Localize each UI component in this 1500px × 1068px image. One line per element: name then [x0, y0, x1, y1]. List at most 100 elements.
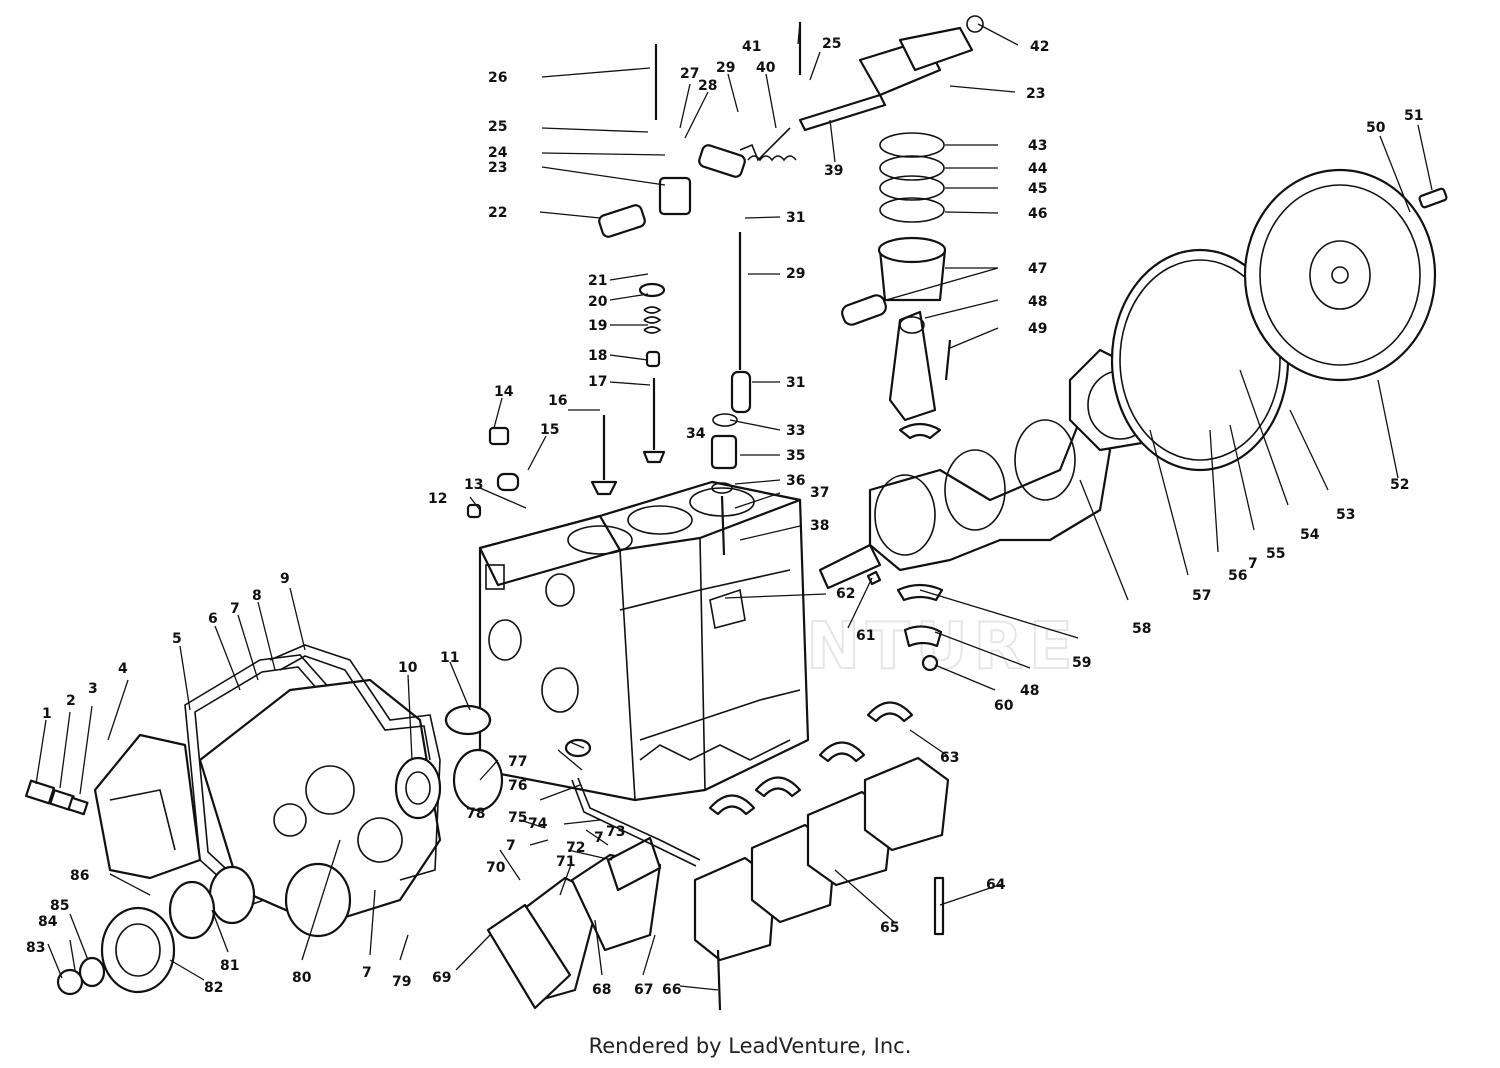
callout-52: 52 — [1390, 477, 1409, 493]
callout-25b: 25 — [822, 36, 841, 52]
callout-21: 21 — [588, 273, 607, 289]
callout-26: 26 — [488, 70, 507, 86]
piston-rings — [879, 132, 945, 223]
callout-14: 14 — [494, 384, 514, 400]
callout-7e: 7 — [362, 965, 372, 981]
callout-3: 3 — [88, 681, 98, 697]
callout-74: 74 — [528, 816, 548, 832]
callout-57: 57 — [1192, 588, 1211, 604]
callout-6: 6 — [208, 611, 218, 627]
callout-73: 73 — [606, 824, 625, 840]
callout-69: 69 — [432, 970, 451, 986]
callout-56: 56 — [1228, 568, 1247, 584]
callout-11: 11 — [440, 650, 459, 666]
callout-78: 78 — [466, 806, 485, 822]
callout-1: 1 — [42, 706, 52, 722]
callout-2: 2 — [66, 693, 76, 709]
callout-84: 84 — [38, 914, 58, 930]
callout-10: 10 — [398, 660, 418, 676]
callout-53: 53 — [1336, 507, 1355, 523]
callout-28: 28 — [698, 78, 717, 94]
piston — [841, 236, 947, 326]
callout-48: 48 — [1028, 294, 1047, 310]
leader-lines — [35, 21, 1433, 991]
callout-7c: 7 — [594, 830, 604, 846]
callout-13: 13 — [464, 477, 483, 493]
flywheel — [1243, 168, 1448, 382]
callout-82: 82 — [204, 980, 223, 996]
callout-47: 47 — [1028, 261, 1047, 277]
callout-61: 61 — [856, 628, 875, 644]
callout-48b: 48 — [1020, 683, 1039, 699]
callout-7b: 7 — [1248, 556, 1258, 572]
flywheel-ring-gear — [1110, 248, 1290, 472]
gear-case-cover — [93, 733, 202, 880]
callout-42: 42 — [1030, 39, 1049, 55]
callout-29: 29 — [716, 60, 735, 76]
valve-train — [466, 44, 791, 556]
gear-case — [198, 678, 442, 938]
callout-54: 54 — [1300, 527, 1320, 543]
callout-19: 19 — [588, 318, 607, 334]
callout-71: 71 — [556, 854, 575, 870]
crank-pulley — [56, 880, 216, 996]
front-cover-plates — [486, 836, 662, 1010]
callout-37: 37 — [810, 485, 829, 501]
callout-7: 7 — [230, 601, 240, 617]
callout-18: 18 — [588, 348, 607, 364]
callout-67: 67 — [634, 982, 653, 998]
callout-36: 36 — [786, 473, 805, 489]
dipstick-guide — [571, 777, 701, 867]
callout-45: 45 — [1028, 181, 1047, 197]
callout-49: 49 — [1028, 321, 1047, 337]
callout-75: 75 — [508, 810, 527, 826]
callout-32: 31 — [786, 210, 805, 226]
callout-79: 79 — [392, 974, 411, 990]
front-bolt — [25, 779, 89, 816]
callout-39: 39 — [824, 163, 843, 179]
callout-labels: 1 2 3 4 5 6 7 8 9 10 11 12 13 14 15 16 1… — [26, 36, 1423, 998]
callout-81: 81 — [220, 958, 239, 974]
bushings — [444, 704, 592, 812]
callout-46: 46 — [1028, 206, 1047, 222]
callout-83: 83 — [26, 940, 45, 956]
callout-76: 76 — [508, 778, 527, 794]
callout-58: 58 — [1132, 621, 1151, 637]
callout-34: 34 — [686, 426, 706, 442]
footer-credit: Rendered by LeadVenture, Inc. — [588, 1034, 912, 1058]
callout-38: 38 — [810, 518, 829, 534]
cylinder-block — [478, 480, 810, 802]
callout-8: 8 — [252, 588, 262, 604]
callout-41: 41 — [742, 39, 761, 55]
callout-24: 24 — [488, 145, 508, 161]
callout-22: 22 — [488, 205, 507, 221]
callout-77: 77 — [508, 754, 527, 770]
callout-31: 29 — [786, 266, 805, 282]
callout-12: 12 — [428, 491, 447, 507]
callout-43: 43 — [1028, 138, 1047, 154]
callout-65: 65 — [880, 920, 899, 936]
callout-40: 40 — [756, 60, 776, 76]
callout-33: 33 — [786, 423, 805, 439]
callout-63: 63 — [940, 750, 959, 766]
callout-5: 5 — [172, 631, 182, 647]
callout-60: 60 — [994, 698, 1014, 714]
callout-85: 85 — [50, 898, 69, 914]
callout-64: 64 — [986, 877, 1006, 893]
callout-4: 4 — [118, 661, 128, 677]
callout-7d: 7 — [506, 838, 516, 854]
connecting-rod — [888, 310, 952, 672]
rocker-shaft — [747, 15, 984, 162]
callout-23: 23 — [488, 160, 507, 176]
callout-51: 51 — [1404, 108, 1423, 124]
callout-80: 80 — [292, 970, 312, 986]
callout-72: 72 — [566, 840, 585, 856]
callout-86: 86 — [70, 868, 89, 884]
callout-15: 15 — [540, 422, 559, 438]
callout-55: 55 — [1266, 546, 1285, 562]
callout-62: 62 — [836, 586, 855, 602]
callout-50: 50 — [1366, 120, 1386, 136]
callout-35: 35 — [786, 448, 805, 464]
callout-20: 20 — [588, 294, 608, 310]
